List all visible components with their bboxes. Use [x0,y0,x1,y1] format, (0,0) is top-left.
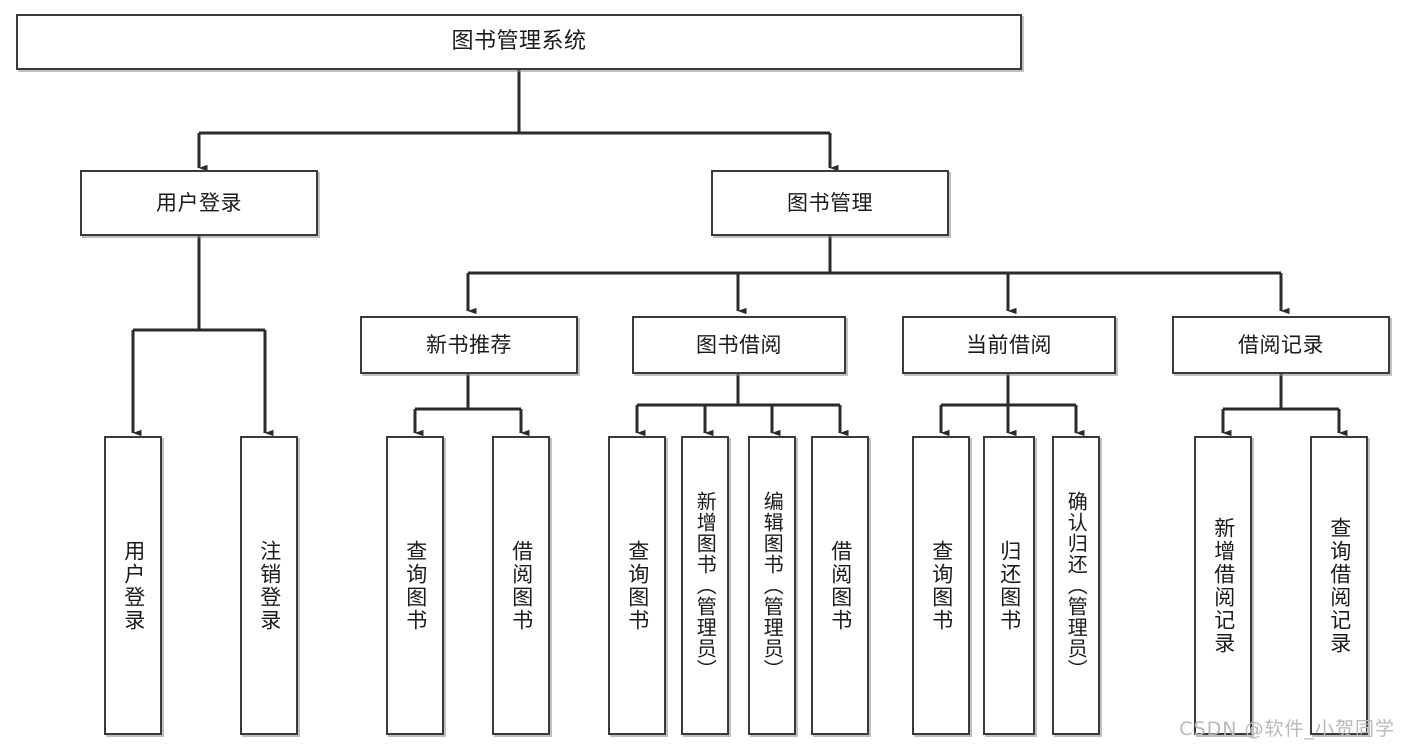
node-new-book-recommend[interactable]: 新书推荐 [360,316,578,374]
node-label: 查询图书 [929,539,954,632]
node-label: 归还图书 [997,539,1022,632]
leaf-book-borrow-borrow-book[interactable]: 借阅图书 [811,436,869,735]
leaf-borrow-record-add-record[interactable]: 新增借阅记录 [1194,436,1252,735]
node-user-login[interactable]: 用户登录 [80,170,318,236]
node-label: 图书管理 [787,190,873,215]
node-book-management[interactable]: 图书管理 [711,170,949,236]
node-book-borrow[interactable]: 图书借阅 [632,316,846,374]
node-label: 注销登录 [257,539,282,632]
node-label: 查询图书 [625,539,650,632]
node-label: 查询借阅记录 [1327,516,1352,655]
csdn-watermark: CSDN @软件_小贺同学 [1179,718,1395,740]
node-label: 用户登录 [156,190,242,215]
node-label: 确认归还（管理员） [1064,491,1089,680]
node-borrow-record[interactable]: 借阅记录 [1172,316,1390,374]
leaf-book-borrow-query-book[interactable]: 查询图书 [608,436,666,735]
node-label: 借阅图书 [509,539,534,632]
leaf-new-book-query-book[interactable]: 查询图书 [386,436,444,735]
leaf-book-borrow-edit-book-admin[interactable]: 编辑图书（管理员） [748,436,796,735]
node-label: 查询图书 [403,539,428,632]
node-label: 图书借阅 [696,332,782,357]
node-label: 当前借阅 [966,332,1052,357]
node-label: 编辑图书（管理员） [760,491,785,680]
leaf-user-login-login[interactable]: 用户登录 [104,436,162,735]
leaf-current-borrow-query-book[interactable]: 查询图书 [912,436,970,735]
leaf-borrow-record-query-record[interactable]: 查询借阅记录 [1310,436,1368,735]
node-label: 借阅记录 [1238,332,1324,357]
leaf-current-borrow-return-book[interactable]: 归还图书 [983,436,1035,735]
node-current-borrow[interactable]: 当前借阅 [902,316,1116,374]
node-label: 新书推荐 [426,332,512,357]
node-label: 新增借阅记录 [1211,516,1236,655]
leaf-book-borrow-add-book-admin[interactable]: 新增图书（管理员） [681,436,729,735]
leaf-current-borrow-confirm-return-admin[interactable]: 确认归还（管理员） [1052,436,1100,735]
leaf-user-login-logout[interactable]: 注销登录 [240,436,298,735]
node-root-book-management-system[interactable]: 图书管理系统 [16,14,1022,70]
node-label: 借阅图书 [828,539,853,632]
leaf-new-book-borrow-book[interactable]: 借阅图书 [492,436,550,735]
node-label: 新增图书（管理员） [693,491,718,680]
node-label: 用户登录 [121,539,146,632]
node-label: 图书管理系统 [451,29,587,55]
